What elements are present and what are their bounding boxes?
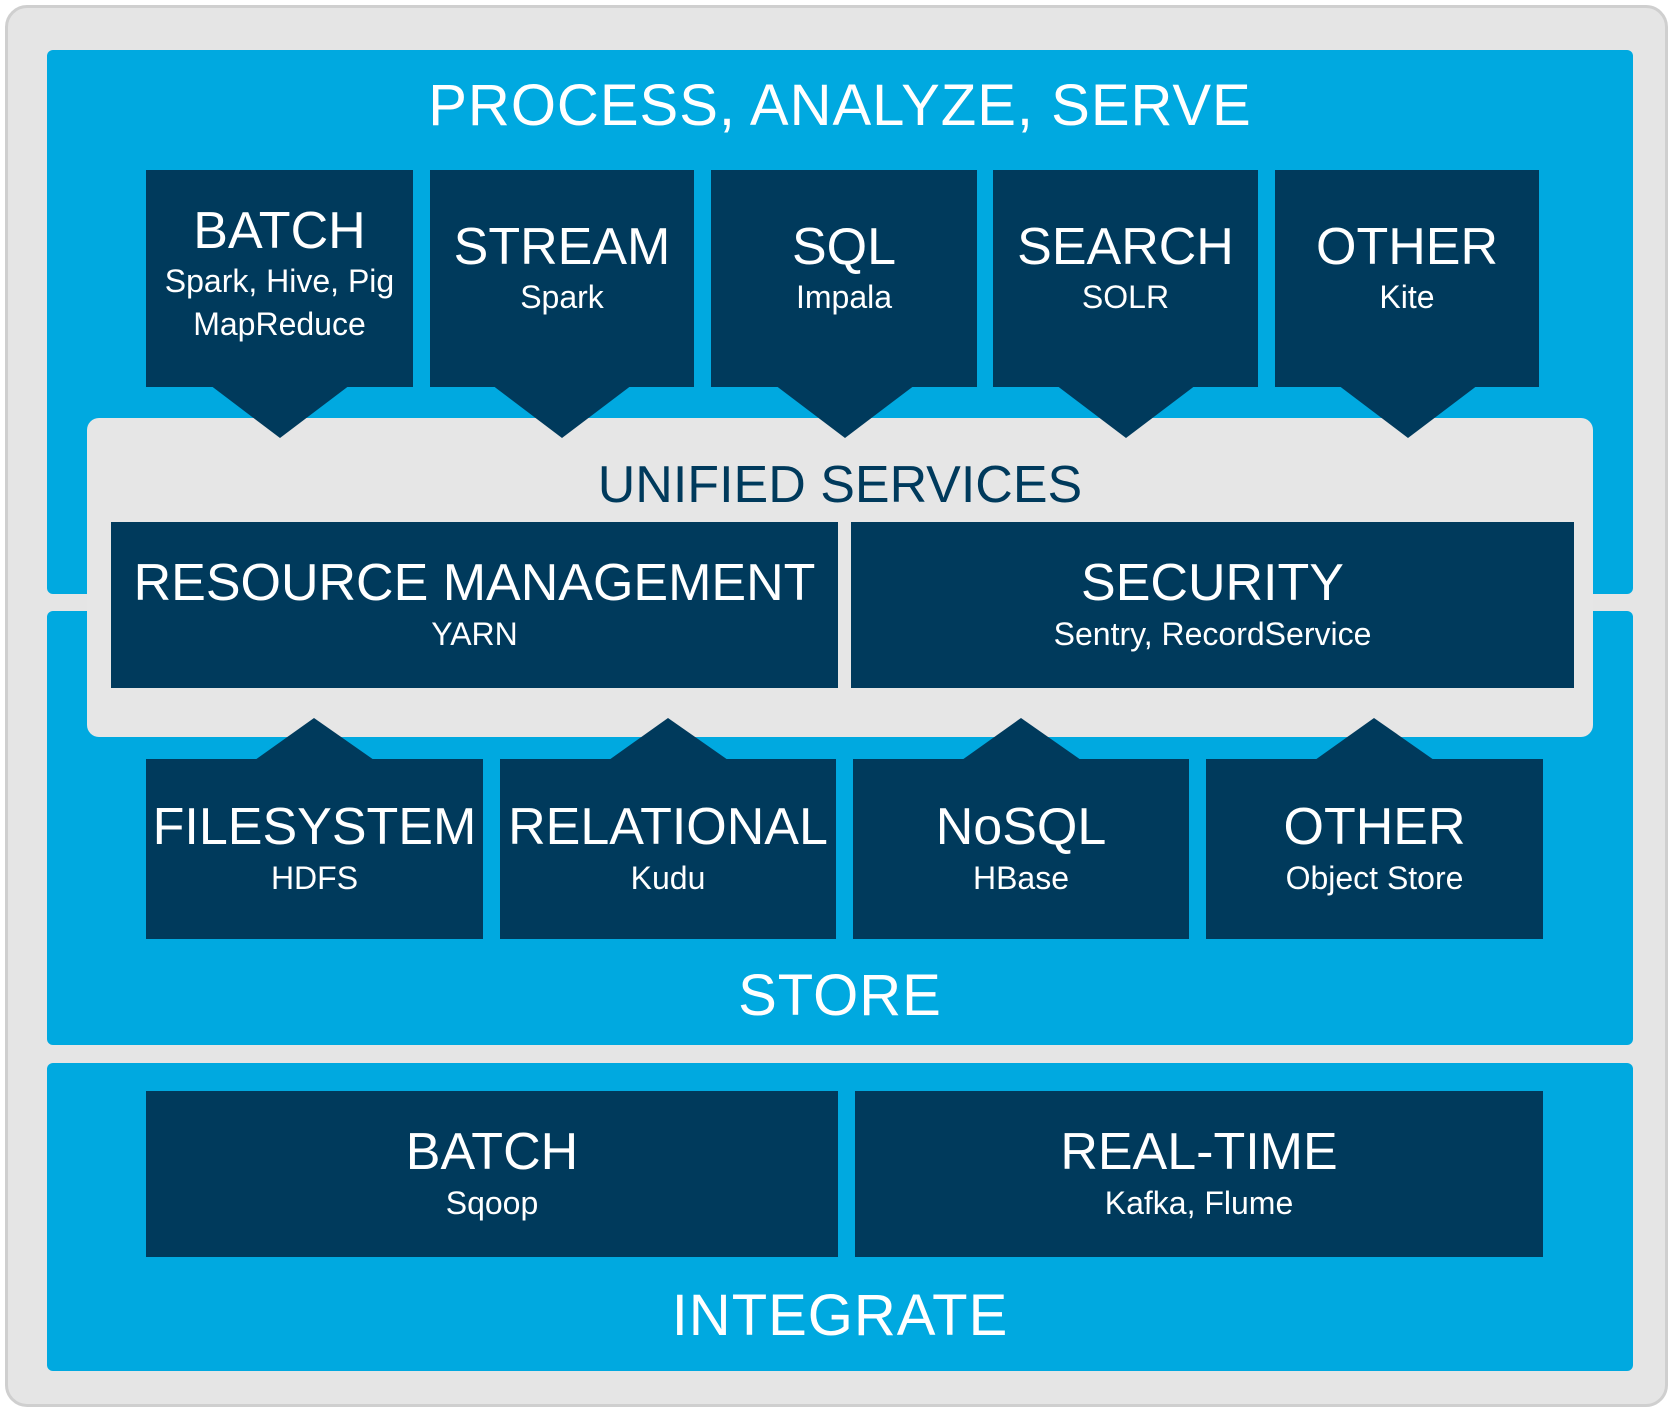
store-box-subtitle: Kudu xyxy=(630,859,706,896)
integrate-box-real-time: REAL-TIME Kafka, Flume xyxy=(855,1091,1543,1257)
store-section-title: STORE xyxy=(738,963,942,1028)
unified-services-title: UNIFIED SERVICES xyxy=(597,456,1083,514)
unified-box-subtitle: YARN xyxy=(431,615,518,652)
process-box-title: SEARCH xyxy=(1017,218,1234,276)
store-box-filesystem: FILESYSTEM HDFS xyxy=(146,759,483,939)
down-arrow-batch xyxy=(210,385,350,438)
process-section-title: PROCESS, ANALYZE, SERVE xyxy=(428,73,1252,138)
process-box-subtitle: Kite xyxy=(1379,279,1435,316)
process-box-sql: SQL Impala xyxy=(711,170,977,387)
store-box-title: RELATIONAL xyxy=(508,798,828,857)
store-box-subtitle: Object Store xyxy=(1285,859,1464,896)
unified-box-title: RESOURCE MANAGEMENT xyxy=(133,554,816,613)
unified-box-security: SECURITY Sentry, RecordService xyxy=(851,522,1574,688)
store-box-title: FILESYSTEM xyxy=(152,798,477,857)
store-box-title: OTHER xyxy=(1283,798,1466,857)
process-box-subtitle: Spark xyxy=(520,279,604,316)
process-box-search: SEARCH SOLR xyxy=(993,170,1258,387)
down-arrow-search xyxy=(1056,385,1196,438)
process-box-title: BATCH xyxy=(193,202,366,260)
up-arrow-nosql xyxy=(962,718,1081,760)
process-box-title: SQL xyxy=(791,218,897,276)
down-arrow-other xyxy=(1338,385,1478,438)
integrate-box-subtitle: Kafka, Flume xyxy=(1104,1184,1294,1221)
process-box-subtitle: Spark, Hive, Pig MapReduce xyxy=(164,263,395,343)
down-arrow-stream xyxy=(492,385,632,438)
integrate-section-title: INTEGRATE xyxy=(671,1283,1009,1348)
up-arrow-other-store xyxy=(1315,718,1434,760)
integrate-box-title: REAL-TIME xyxy=(1060,1123,1338,1182)
process-box-other: OTHER Kite xyxy=(1275,170,1539,387)
process-box-subtitle: Impala xyxy=(795,279,893,316)
process-box-stream: STREAM Spark xyxy=(430,170,694,387)
store-box-title: NoSQL xyxy=(935,798,1107,857)
store-box-subtitle: HBase xyxy=(972,859,1070,896)
process-box-title: OTHER xyxy=(1316,218,1498,276)
unified-box-title: SECURITY xyxy=(1081,554,1344,613)
store-box-relational: RELATIONAL Kudu xyxy=(500,759,836,939)
unified-box-subtitle: Sentry, RecordService xyxy=(1053,615,1372,652)
store-box-subtitle: HDFS xyxy=(270,859,359,896)
down-arrow-sql xyxy=(775,385,915,438)
integrate-box-subtitle: Sqoop xyxy=(445,1184,539,1221)
process-box-subtitle: SOLR xyxy=(1081,279,1170,316)
store-box-other: OTHER Object Store xyxy=(1206,759,1543,939)
integrate-box-batch: BATCH Sqoop xyxy=(146,1091,838,1257)
store-box-nosql: NoSQL HBase xyxy=(853,759,1189,939)
process-box-batch: BATCH Spark, Hive, Pig MapReduce xyxy=(146,170,413,387)
up-arrow-relational xyxy=(609,718,728,760)
integrate-box-title: BATCH xyxy=(405,1123,579,1182)
unified-box-resource-management: RESOURCE MANAGEMENT YARN xyxy=(111,522,838,688)
up-arrow-filesystem xyxy=(255,718,374,760)
process-box-title: STREAM xyxy=(453,218,671,276)
